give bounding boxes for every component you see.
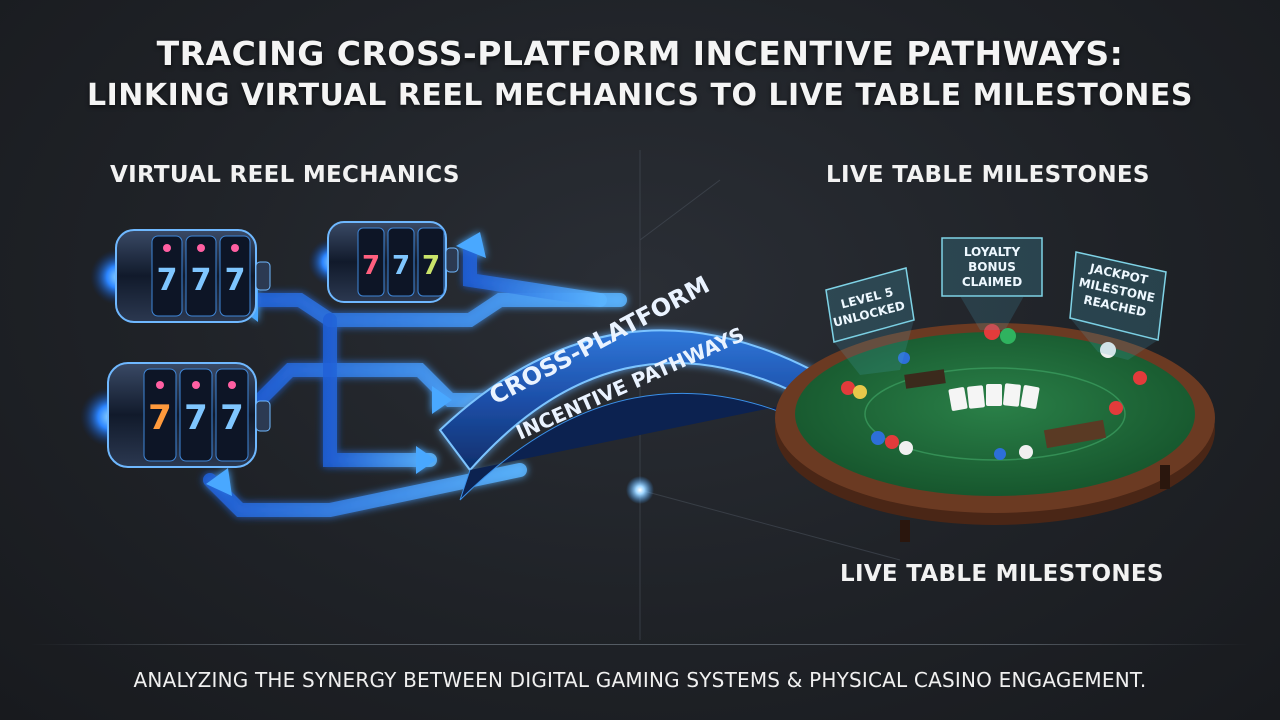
reel-symbol-seven: 7	[225, 263, 246, 298]
footer-caption: ANALYZING THE SYNERGY BETWEEN DIGITAL GA…	[133, 668, 1147, 692]
milestone-tag-level: LEVEL 5 UNLOCKED	[825, 267, 915, 375]
reel-symbol-seven: 7	[148, 398, 172, 438]
energy-spark	[626, 476, 654, 504]
tag-loyalty-line2: BONUS	[968, 260, 1016, 274]
milestone-tag-loyalty: LOYALTY BONUS CLAIMED	[941, 237, 1043, 330]
live-table-label-top: LIVE TABLE MILESTONES	[826, 162, 1150, 188]
title-line-2: LINKING VIRTUAL REEL MECHANICS TO LIVE T…	[86, 78, 1194, 113]
reel-symbol-seven: 7	[220, 398, 244, 438]
background-guide-lines	[639, 150, 901, 640]
slot-reel-1: 7 7 7	[90, 229, 271, 323]
reel-symbol-seven: 7	[392, 251, 410, 281]
tag-loyalty-line1: LOYALTY	[964, 245, 1021, 259]
chip-stacks	[841, 324, 1147, 460]
incentive-pathway-arrows	[203, 232, 627, 517]
poker-table	[775, 323, 1215, 542]
slot-reel-2: 7 7 7	[308, 221, 459, 303]
footer-divider	[30, 644, 1250, 645]
slot-reel-3: 7 7 7	[80, 362, 271, 468]
tag-loyalty-line3: CLAIMED	[962, 275, 1022, 289]
virtual-reel-label: VIRTUAL REEL MECHANICS	[110, 162, 460, 188]
page-title: TRACING CROSS-PLATFORM INCENTIVE PATHWAY…	[0, 32, 1280, 116]
milestone-tag-jackpot: JACKPOT MILESTONE REACHED	[1069, 251, 1167, 360]
reel-symbol-seven: 7	[157, 263, 178, 298]
reel-symbol-seven: 7	[422, 251, 440, 281]
playing-cards	[948, 383, 1040, 411]
title-line-1: TRACING CROSS-PLATFORM INCENTIVE PATHWAY…	[156, 34, 1124, 73]
live-table-label-bottom: LIVE TABLE MILESTONES	[840, 561, 1164, 587]
reel-symbol-seven: 7	[184, 398, 208, 438]
reel-symbol-seven: 7	[191, 263, 212, 298]
reel-symbol-seven: 7	[362, 251, 380, 281]
